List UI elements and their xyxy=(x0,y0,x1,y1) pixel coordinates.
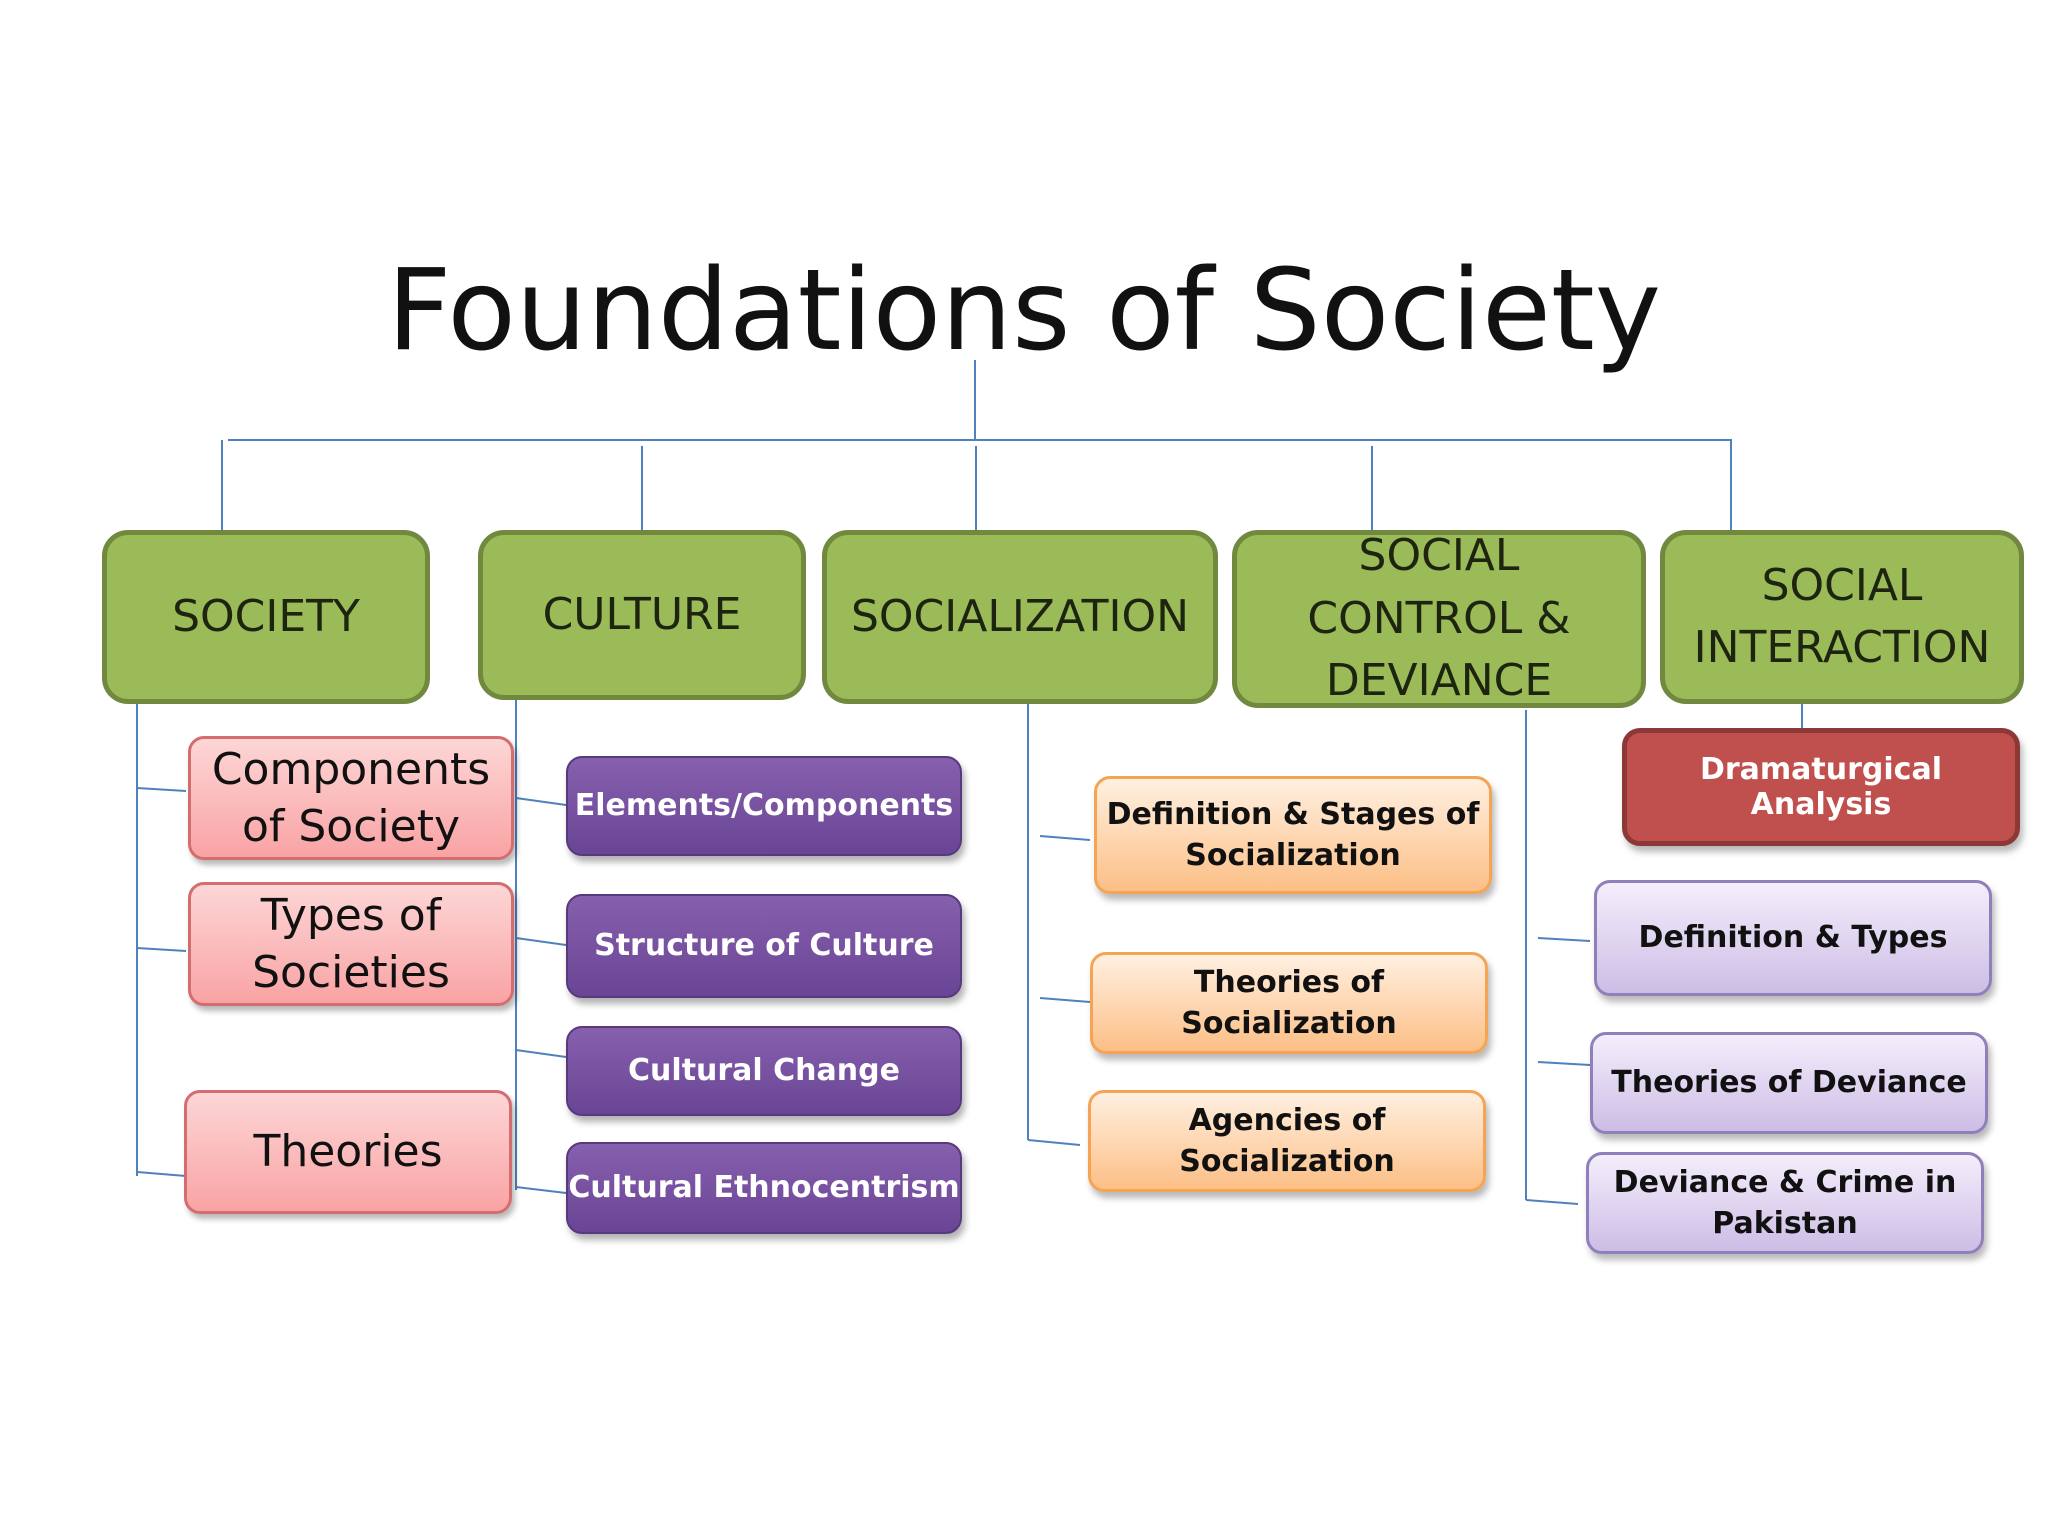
item-cultural-change: Cultural Change xyxy=(566,1026,962,1116)
category-socialization: SOCIALIZATION xyxy=(822,530,1218,704)
item-theories: Theories xyxy=(184,1090,512,1214)
item-elements-components: Elements/Components xyxy=(566,756,962,856)
category-social-control-deviance: SOCIAL CONTROL & DEVIANCE xyxy=(1232,530,1646,708)
category-culture: CULTURE xyxy=(478,530,806,700)
item-definition-types: Definition & Types xyxy=(1594,880,1992,996)
item-agencies-of-socialization: Agencies of Socialization xyxy=(1088,1090,1486,1192)
item-components-of-society: Components of Society xyxy=(188,736,514,860)
category-social-interaction: SOCIAL INTERACTION xyxy=(1660,530,2024,704)
item-cultural-ethnocentrism: Cultural Ethnocentrism xyxy=(566,1142,962,1234)
item-structure-of-culture: Structure of Culture xyxy=(566,894,962,998)
item-definition-stages-of-socialization: Definition & Stages of Socialization xyxy=(1094,776,1492,894)
category-society: SOCIETY xyxy=(102,530,430,704)
item-theories-of-socialization: Theories of Socialization xyxy=(1090,952,1488,1054)
item-deviance-crime-in-pakistan: Deviance & Crime in Pakistan xyxy=(1586,1152,1984,1254)
item-dramaturgical-analysis: Dramaturgical Analysis xyxy=(1622,728,2020,846)
item-theories-of-deviance: Theories of Deviance xyxy=(1590,1032,1988,1134)
diagram-title: Foundations of Society xyxy=(386,246,1662,376)
item-types-of-societies: Types of Societies xyxy=(188,882,514,1006)
